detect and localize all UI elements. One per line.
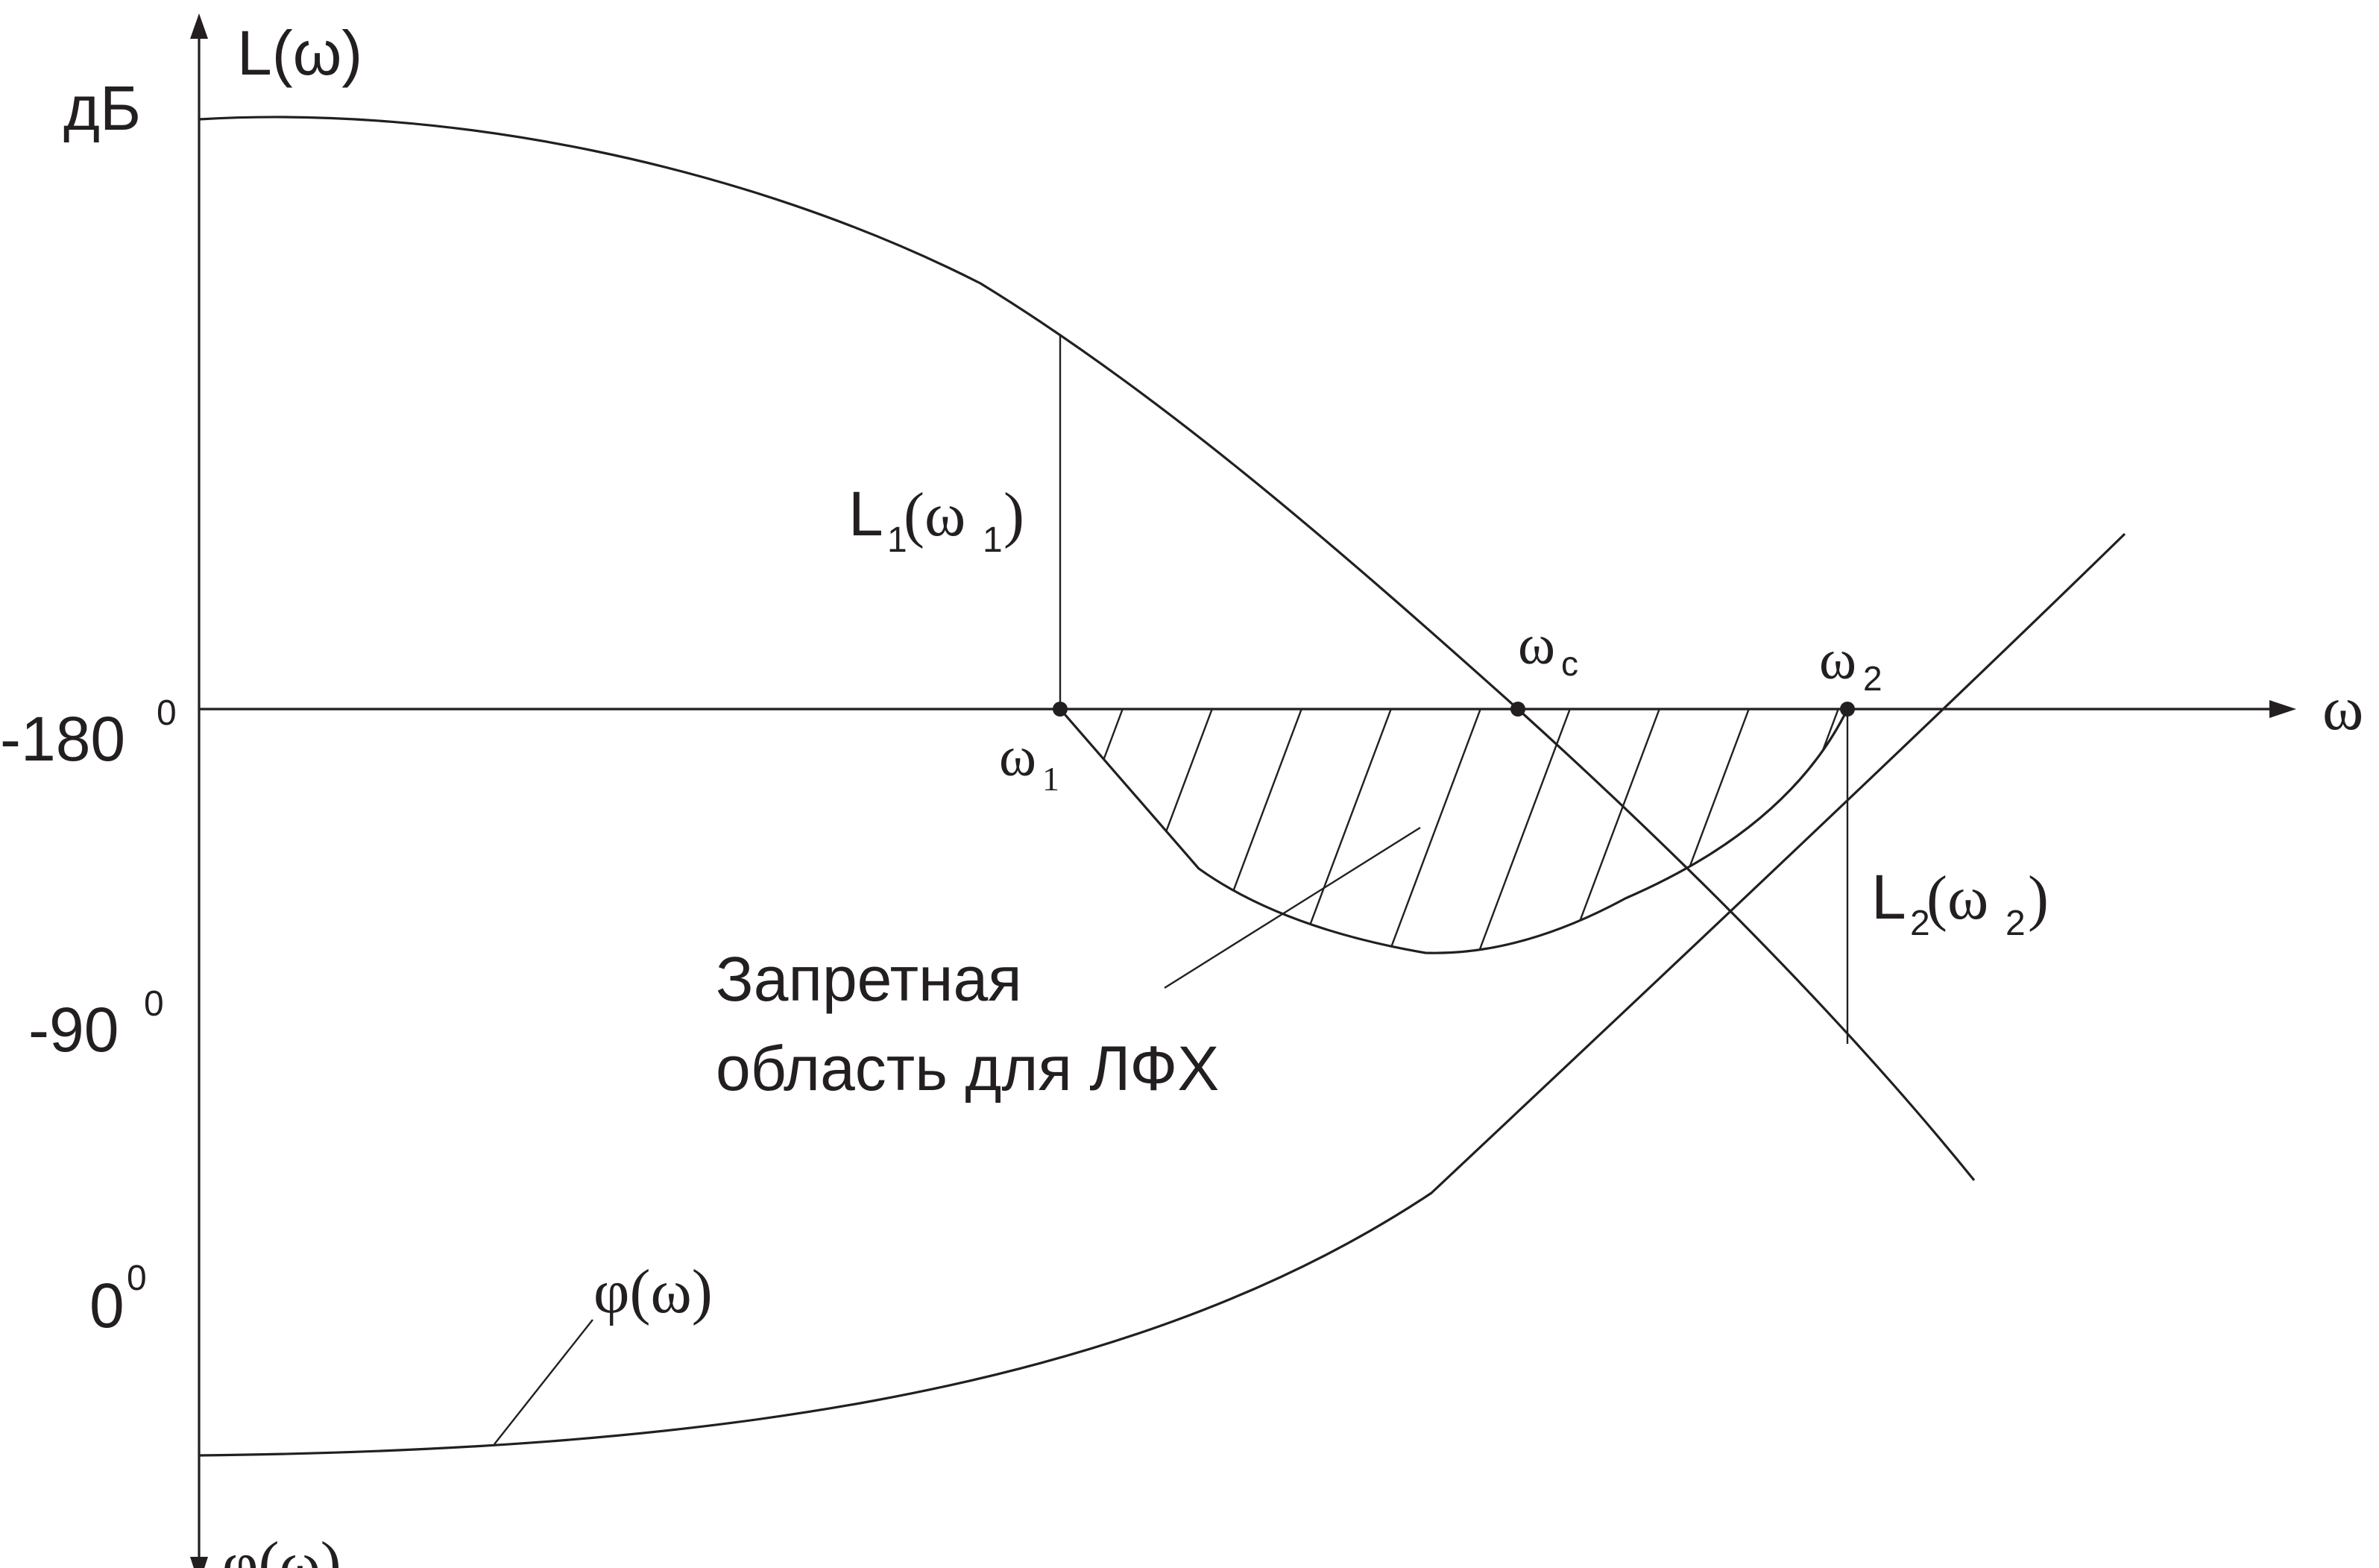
forbidden-region-label-line1: Запретная: [716, 944, 1022, 1014]
point-w1: [1053, 702, 1068, 717]
label-w1: ω 1: [999, 725, 1059, 798]
svg-text:1: 1: [1042, 760, 1059, 798]
svg-text:L: L: [1871, 862, 1906, 932]
phase-curve-label: φ(ω): [593, 1257, 713, 1326]
amplitude-curve: [198, 116, 1976, 1182]
point-wc: [1510, 702, 1525, 717]
svg-text:): ): [1003, 480, 1024, 550]
svg-text:(ω: (ω: [1926, 863, 1988, 933]
svg-text:1: 1: [887, 520, 907, 560]
vertical-axis-bottom-arrow: [190, 1557, 208, 1568]
svg-text:2: 2: [1863, 659, 1882, 698]
x-axis-label: ω: [2322, 674, 2363, 743]
phase-curve: [198, 532, 2126, 1457]
horizontal-axis-arrow: [2269, 700, 2296, 718]
svg-text:2: 2: [2005, 904, 2026, 943]
label-wc: ω c: [1518, 614, 1578, 683]
svg-text:-180: -180: [0, 704, 125, 774]
svg-text:L: L: [848, 479, 883, 549]
point-w2: [1840, 702, 1855, 717]
svg-text:ω: ω: [1518, 614, 1555, 676]
svg-text:(ω: (ω: [904, 480, 965, 550]
svg-text:0: 0: [144, 984, 164, 1024]
y-axis-label-top: L(ω): [237, 18, 362, 88]
tick-minus-90: -90 0: [28, 984, 164, 1065]
y-axis-label-bottom: φ(ω): [222, 1529, 341, 1568]
label-L1-w1: L 1 (ω 1 ): [848, 479, 1024, 560]
forbidden-region-boundary: [1059, 708, 1849, 954]
svg-text:-90: -90: [28, 995, 119, 1065]
svg-text:0: 0: [127, 1259, 147, 1298]
label-L2-w2: L 2 (ω 2 ): [1871, 862, 2049, 943]
label-w2: ω 2: [1819, 629, 1882, 698]
svg-text:2: 2: [1910, 904, 1930, 943]
svg-text:): ): [2028, 863, 2049, 933]
svg-text:c: c: [1561, 644, 1578, 683]
svg-text:1: 1: [983, 520, 1003, 560]
svg-text:0: 0: [89, 1271, 125, 1341]
tick-minus-180: -180 0: [0, 693, 177, 774]
forbidden-region-hatch: [1060, 709, 1847, 954]
svg-text:0: 0: [157, 693, 177, 733]
svg-text:ω: ω: [999, 725, 1036, 788]
forbidden-region-label-line2: область для ЛФХ: [716, 1033, 1219, 1103]
vertical-axis-top-arrow: [190, 13, 208, 39]
forbidden-region-leader: [1164, 826, 1421, 989]
tick-zero: 0 0: [89, 1259, 147, 1341]
svg-text:ω: ω: [1819, 629, 1856, 691]
y-axis-unit: дБ: [63, 73, 141, 143]
phase-curve-leader: [494, 1319, 593, 1445]
